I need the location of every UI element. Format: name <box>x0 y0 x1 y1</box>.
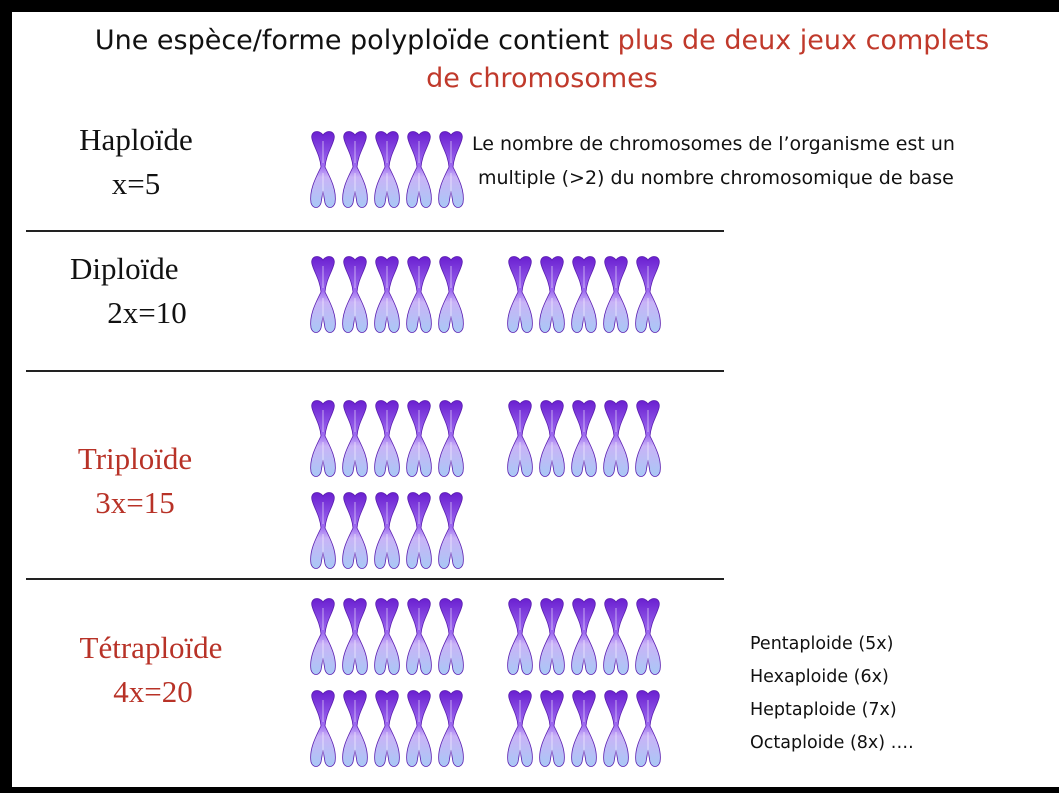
chromosome <box>374 492 400 569</box>
chromosome <box>438 256 464 333</box>
definition-note-line2: multiple (>2) du nombre chromosomique de… <box>478 167 954 189</box>
chromosome <box>374 598 400 675</box>
chromosome <box>406 256 432 333</box>
chromosome <box>342 598 368 675</box>
separator-3 <box>26 578 724 580</box>
chromosome <box>374 690 400 767</box>
level-triploid-formula: 3x=15 <box>95 485 175 520</box>
chromosome <box>571 256 597 333</box>
separator-1 <box>26 230 724 232</box>
chromosome <box>571 690 597 767</box>
separator-2 <box>26 370 724 372</box>
chromosome <box>603 256 629 333</box>
chromosome <box>507 400 533 477</box>
chromosome <box>342 492 368 569</box>
chromosome <box>507 690 533 767</box>
chromosome <box>507 598 533 675</box>
chromosome <box>310 492 336 569</box>
chromosome <box>539 400 565 477</box>
chromosome <box>310 131 336 208</box>
chromosome <box>406 400 432 477</box>
chromosome <box>603 400 629 477</box>
chromosome <box>603 598 629 675</box>
chromosome <box>603 690 629 767</box>
chromosome <box>310 690 336 767</box>
level-diploid: Diploïde 2x=10 <box>58 247 218 335</box>
level-tetraploid-name: Tétraploïde <box>79 630 223 665</box>
chromosome <box>635 690 661 767</box>
chromosome <box>539 598 565 675</box>
chromosome <box>571 598 597 675</box>
slide-title: Une espèce/forme polyploïde contient plu… <box>22 22 1059 98</box>
chromosome <box>507 256 533 333</box>
chromosome <box>374 131 400 208</box>
chromosome <box>342 256 368 333</box>
level-tetraploid-formula: 4x=20 <box>113 674 193 709</box>
chromosome <box>406 131 432 208</box>
higher-ploidy-item: Pentaploide (5x) <box>750 634 894 654</box>
title-part2-highlight: plus de deux jeux complets <box>617 25 990 56</box>
chromosome <box>635 400 661 477</box>
higher-ploidy-item: Heptaploide (7x) <box>750 700 897 720</box>
title-line2-highlight: de chromosomes <box>426 63 658 94</box>
chromosome <box>438 400 464 477</box>
level-diploid-formula: 2x=10 <box>107 295 187 330</box>
chromosome <box>310 400 336 477</box>
chromosome <box>342 131 368 208</box>
level-triploid-name: Triploïde <box>77 441 193 476</box>
chromosome <box>438 131 464 208</box>
chromosome <box>310 598 336 675</box>
chromosome <box>635 256 661 333</box>
chromosome <box>406 598 432 675</box>
level-haploid: Haploïde x=5 <box>66 118 206 206</box>
chromosome <box>342 400 368 477</box>
higher-ploidy-list: Pentaploide (5x) Hexaploide (6x) Heptapl… <box>750 628 914 760</box>
chromosome <box>406 492 432 569</box>
level-diploid-name: Diploïde <box>70 251 179 286</box>
chromosome <box>438 598 464 675</box>
level-tetraploid: Tétraploïde 4x=20 <box>56 626 246 714</box>
chromosome <box>635 598 661 675</box>
chromosome <box>539 256 565 333</box>
chromosome <box>571 400 597 477</box>
level-haploid-formula: x=5 <box>111 166 161 201</box>
title-part1: Une espèce/forme polyploïde contient <box>94 25 618 56</box>
chromosome <box>374 256 400 333</box>
chromosome <box>539 690 565 767</box>
chromosome <box>342 690 368 767</box>
chromosome <box>310 256 336 333</box>
level-haploid-name: Haploïde <box>79 122 193 157</box>
chromosome <box>438 492 464 569</box>
chromosome <box>374 400 400 477</box>
chromosome-groups <box>310 131 661 767</box>
level-triploid: Triploïde 3x=15 <box>60 437 210 525</box>
chromosome <box>406 690 432 767</box>
higher-ploidy-item: Octaploide (8x) …. <box>750 733 914 753</box>
chromosome <box>438 690 464 767</box>
higher-ploidy-item: Hexaploide (6x) <box>750 667 889 687</box>
definition-note-line1: Le nombre de chromosomes de l’organisme … <box>472 133 955 155</box>
definition-note: Le nombre de chromosomes de l’organisme … <box>472 127 1059 195</box>
